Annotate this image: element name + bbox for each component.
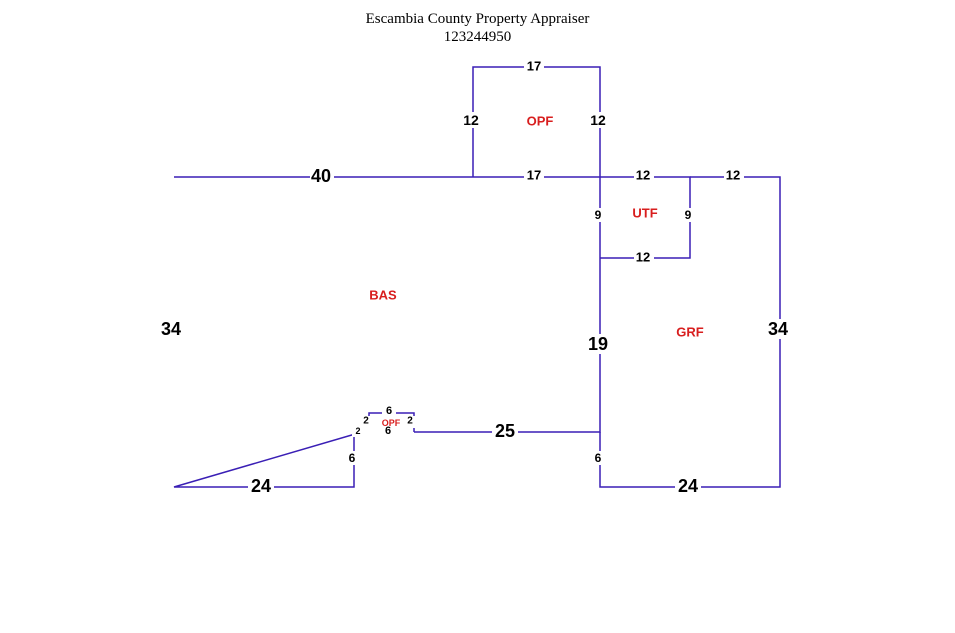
dim-bas-right: 19 [588,334,608,354]
dim-grf-top-right: 12 [726,168,740,183]
dim-opf-small-bottom: 6 [385,425,391,437]
dim-grf-left-lower: 6 [595,451,602,465]
opf-small-label: OPF [382,418,401,428]
dimension-labels: 17 12 12 40 17 12 12 9 9 12 34 34 19 6 2… [160,59,790,497]
utf-label: UTF [632,206,657,221]
opf-top-label: OPF [527,114,554,129]
parcel-id: 123244950 [443,29,512,45]
dim-opf-small-top: 6 [386,405,392,417]
grf-outline [599,176,781,488]
dim-utf-right: 9 [685,208,692,222]
dim-opf-top-left: 12 [463,112,479,128]
dim-bas-top: 40 [311,166,331,186]
dim-opf-top-width: 17 [527,59,541,74]
appraiser-title: Escambia County Property Appraiser [365,11,590,27]
dim-opf-small-right: 2 [407,416,413,427]
dim-utf-bottom: 12 [636,250,650,265]
dim-opf-top-base: 17 [527,168,541,183]
dim-bas-bottom: 24 [251,476,271,496]
bas-label: BAS [369,288,397,303]
dim-opf-small-left: 2 [363,416,369,427]
dim-bas-inner-bottom: 25 [495,421,515,441]
grf-label: GRF [676,325,704,340]
sketch-header: Escambia County Property Appraiser 12324… [0,10,955,46]
sketch-outlines [173,66,781,488]
bas-outline [173,176,601,488]
dim-opf-top-right: 12 [590,112,606,128]
dim-stoop-side: 2 [355,426,360,436]
dim-grf-right: 34 [768,319,788,339]
dim-utf-left: 9 [595,208,602,222]
dim-step-down: 6 [349,451,356,465]
dim-grf-bottom: 24 [678,476,698,496]
dim-bas-left: 34 [161,319,181,339]
dim-utf-top: 12 [636,168,650,183]
